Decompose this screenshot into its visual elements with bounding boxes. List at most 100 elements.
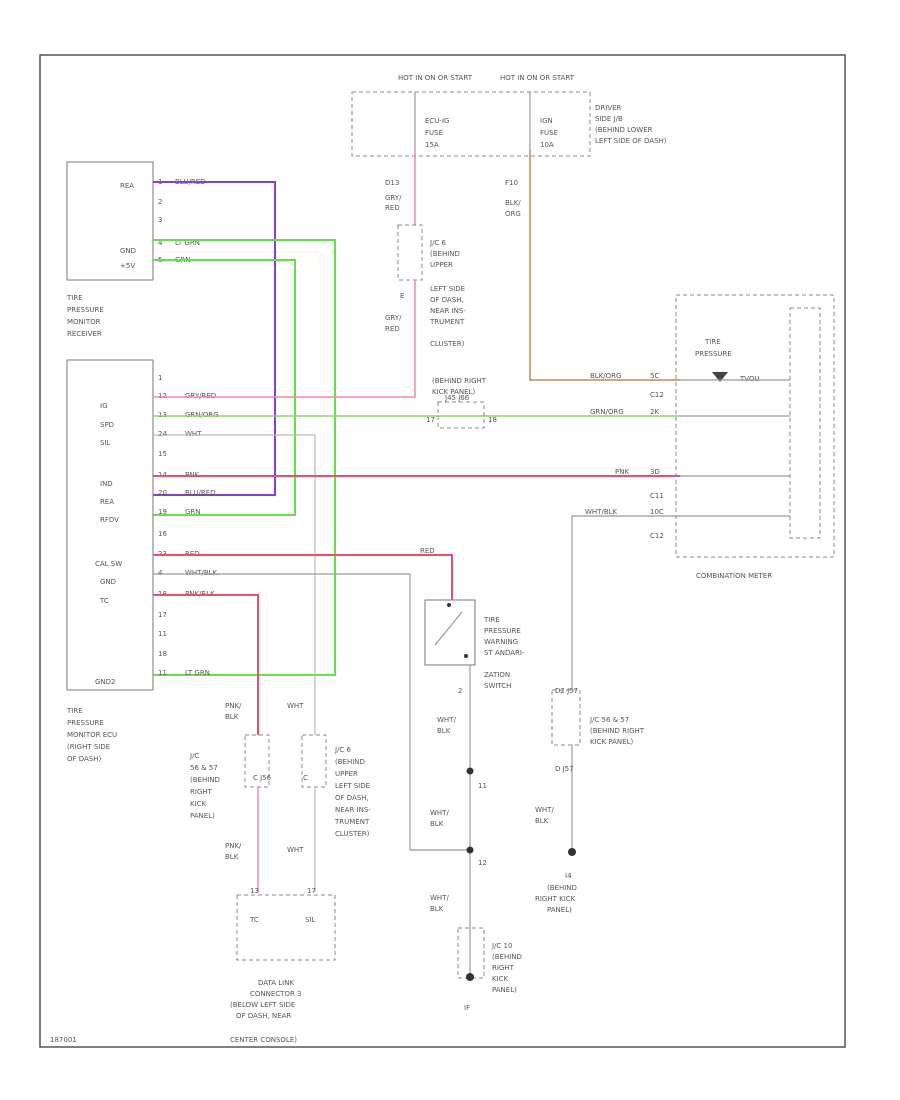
bl-jc6-3: UPPER (335, 770, 358, 778)
ecu-pin-cal-sw: CAL SW (95, 560, 122, 568)
ecu-pin-ig: IG (100, 402, 108, 410)
bl-jc6-8: CLUSTER) (335, 830, 370, 838)
receiver-pin-num-4: 4 (158, 239, 163, 247)
switch-contact (434, 611, 463, 646)
switch-pin: 2 (458, 687, 462, 695)
jc6-label-3: UPPER (430, 261, 453, 269)
dlc-label-1: DATA LINK (258, 979, 294, 987)
ground-i4-desc-1: (BEHIND (547, 884, 577, 892)
receiver-label-1: TIRE (66, 294, 83, 302)
meter-label: COMBINATION METER (696, 572, 772, 580)
receiver-label-2: PRESSURE (67, 306, 104, 314)
bl-wire-wht: WHT (287, 702, 304, 710)
jb-desc-1: DRIVER (595, 104, 622, 112)
ecu-wire-sil: WHT (185, 430, 202, 438)
switch-label-1: TIRE (483, 616, 500, 624)
ecu-pin-ind: IND (100, 480, 113, 488)
receiver-label-3: MONITOR (67, 318, 101, 326)
ground-i4-desc-2: RIGHT KICK (535, 895, 576, 903)
pnk-blk-tc-wire (153, 594, 259, 735)
ecu-box (66, 359, 154, 691)
bl-label-6: PANEL) (190, 812, 215, 820)
jc-left-wire-bot-1: GRY/ (385, 314, 402, 322)
switch-label-3: WARNING (484, 638, 518, 646)
bl-wire-pnk2-1: PNK/ (225, 842, 242, 850)
grn-wire (153, 259, 296, 516)
switch-wire3-1: WHT/ (430, 894, 449, 902)
ecu-label-4: (RIGHT SIDE (67, 743, 110, 751)
ecu-fuse-label-1: ECU-IG (425, 117, 449, 125)
switch-wire1-2: BLK (437, 727, 451, 735)
meter-wire-3: PNK (615, 468, 629, 476)
bl-label-4: RIGHT (190, 788, 213, 796)
ecu-pin-num-8: 19 (158, 508, 167, 516)
jb-desc-3: (BEHIND LOWER (595, 126, 653, 134)
ign-fuse-label-1: IGN (540, 117, 553, 125)
meter-pin-2: 2K (650, 408, 659, 416)
ecu-pin-num-5: 15 (158, 450, 167, 458)
ecu-wire-gnd: WHT/BLK (185, 569, 218, 577)
diagram-code: 187001 (50, 1036, 77, 1044)
ecu-label-2: PRESSURE (67, 719, 104, 727)
meter-wire-2: GRN/ORG (590, 408, 624, 416)
jc-right-label-2: (BEHIND RIGHT (590, 727, 645, 735)
dlc-pin-tc: TC (249, 916, 259, 924)
bl-jc6-7: TRUMENT (334, 818, 370, 826)
dlc-pin-num-tc: 13 (250, 887, 259, 895)
ecu-pin-num-1: 1 (158, 374, 162, 382)
ecu-pin-spd: SPD (100, 421, 114, 429)
jc6-lower-box (301, 734, 327, 788)
ecu-fuse-label-2: FUSE (425, 129, 443, 137)
ecu-pin-gnd: GND (100, 578, 116, 586)
jc-left-wire-top-1: GRY/ (385, 194, 402, 202)
blk-org-wire (529, 150, 680, 381)
switch-label-5: ZATION (484, 671, 510, 679)
dlc-pin-num-sil: 17 (307, 887, 316, 895)
jc-left-wire-bot-2: RED (385, 325, 400, 333)
bl-wire-wht2: WHT (287, 846, 304, 854)
jc6-box (397, 224, 423, 281)
ecu-pin-num-4: 24 (158, 430, 167, 438)
switch-terminal-bot (464, 654, 468, 658)
jc-right-wire-2: BLK (535, 817, 549, 825)
dlc3-box (236, 894, 336, 961)
bl-jc6-4: LEFT SIDE (335, 782, 370, 790)
ecu-pin-tc: TC (99, 597, 109, 605)
ecu-wire-rfdv: GRN (185, 508, 201, 516)
jc6-label-5: OF DASH, (430, 296, 464, 304)
ecu-pin-num-2: 12 (158, 392, 167, 400)
ecu-wire-rea: BLU/RED (185, 489, 216, 497)
bl-jc6-6: NEAR INS- (335, 806, 371, 814)
meter-gauge-2: PRESSURE (695, 350, 732, 358)
switch-node1: 11 (478, 782, 487, 790)
jc10-label-1: J/C 10 (491, 942, 512, 950)
meter-pin-3: 3D (650, 468, 660, 476)
receiver-wire-gnd: LT GRN (175, 239, 200, 247)
switch-wire2-1: WHT/ (430, 809, 449, 817)
jc-left-pin-top: D13 (385, 179, 399, 187)
hot-label-right-1: HOT IN ON OR START (500, 74, 575, 82)
ground-i4-label: I4 (565, 872, 572, 880)
switch-box (424, 599, 476, 666)
ground-if-icon (466, 973, 474, 981)
meter-dim: TVOU (739, 375, 760, 383)
bl-label-5: KICK (190, 800, 207, 808)
receiver-pin-rea: REA (120, 182, 134, 190)
bl-label-3: (BEHIND (190, 776, 220, 784)
lt-grn-wire (153, 239, 336, 676)
wht-blk-gnd-wire (153, 573, 470, 851)
splice-12-icon (466, 846, 474, 854)
ground-i4-desc-3: PANEL) (547, 906, 572, 914)
meter-wht-blk-wire (571, 515, 680, 690)
meter-wire-4: WHT/BLK (585, 508, 618, 516)
jc10-label-2: (BEHIND (492, 953, 522, 961)
jb-desc-2: SIDE J/B (595, 115, 623, 123)
ecu-wire-spd: GRN/ORG (185, 411, 219, 419)
meter-f-pin: F10 (505, 179, 518, 187)
meter-conn-3: C12 (650, 532, 664, 540)
kick-connector-box (437, 401, 485, 429)
jc10-label-3: RIGHT (492, 964, 515, 972)
jc6-label-6: NEAR INS- (430, 307, 466, 315)
jc-right-wire-1: WHT/ (535, 806, 554, 814)
ecu-pin-num-7: 20 (158, 489, 167, 497)
